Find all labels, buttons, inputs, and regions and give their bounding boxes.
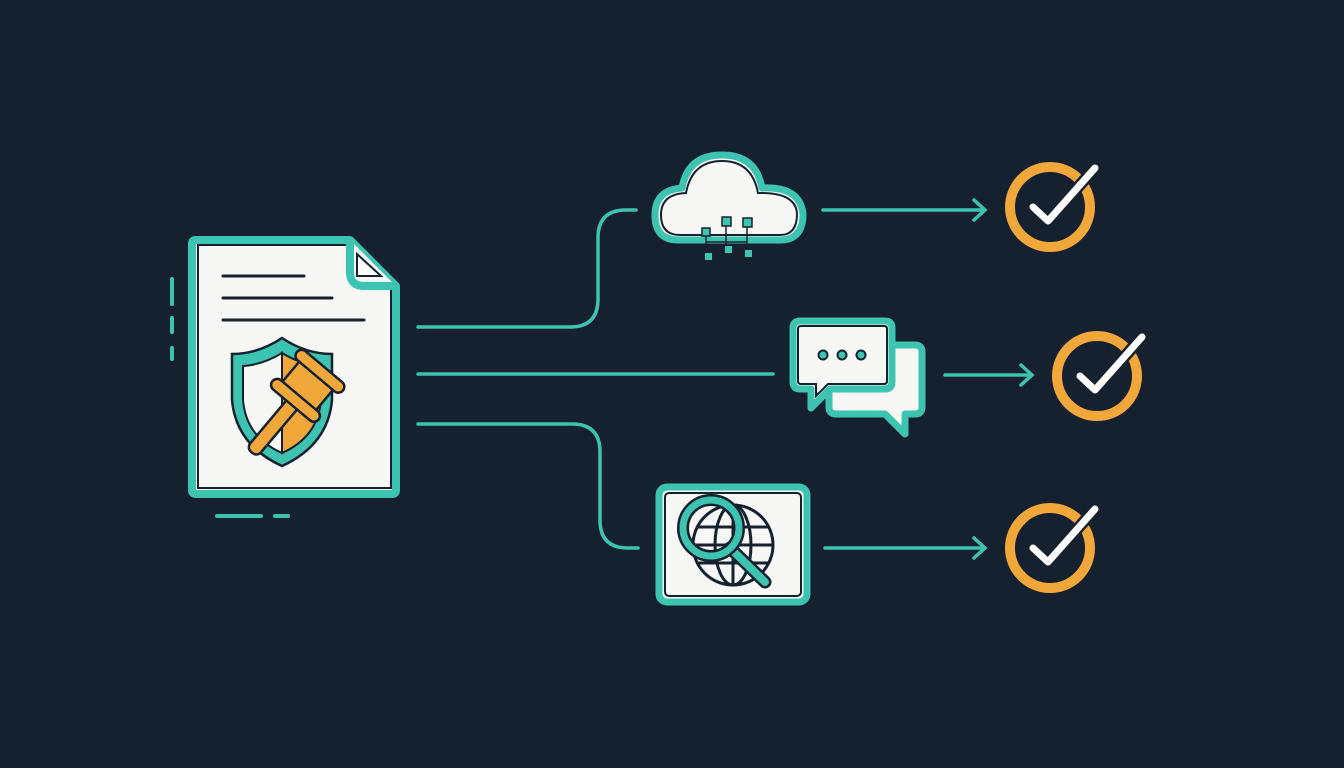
check-circle-cloud	[1005, 162, 1101, 252]
ellipsis-icon	[817, 349, 867, 361]
legal-document-icon	[188, 236, 400, 498]
gavel-icon	[247, 348, 346, 456]
decorative-dashes	[170, 277, 290, 518]
connector-to-cloud	[416, 208, 638, 329]
connector-to-globe	[416, 422, 640, 550]
magnifier-icon	[677, 494, 772, 589]
arrow-globe	[823, 536, 988, 560]
globe-search-icon	[655, 483, 811, 606]
check-circle-globe	[1005, 503, 1101, 593]
cloud-network-icon	[651, 151, 807, 260]
chat-bubbles-icon	[789, 317, 926, 438]
connectors	[416, 198, 1035, 560]
arrow-chat	[943, 363, 1035, 387]
check-circle-chat	[1052, 331, 1148, 421]
arrow-cloud	[821, 198, 988, 222]
